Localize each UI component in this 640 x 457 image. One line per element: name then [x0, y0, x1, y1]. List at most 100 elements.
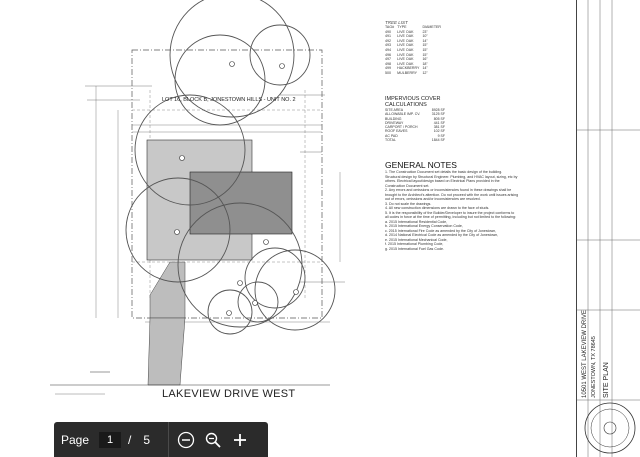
impervious-row: ALLOWABLE IMP. CV.3125 SF: [385, 112, 445, 116]
impervious-label: SITE AREA: [385, 108, 404, 112]
pdf-toolbar: Page / 5: [54, 422, 268, 457]
general-note-line: Construction Document set.: [385, 183, 430, 188]
general-note-line: all codes in force at the time of permit…: [385, 215, 517, 219]
project-city: JONESTOWN, TX 78645: [591, 336, 597, 398]
tree-tag: 494: [385, 47, 391, 52]
impervious-title: IMPERVIOUS COVER CALCULATIONS: [385, 96, 441, 108]
tree-list-header-cell: TAG#: [385, 25, 395, 29]
tree-tag: 490: [385, 29, 391, 34]
tree-list-title: TREE LIST: [385, 20, 408, 25]
tree-type: LIVE OAK: [397, 47, 414, 52]
general-note-line: out of errors, omissions and/or inconsis…: [385, 197, 481, 201]
tree-tag: 491: [385, 34, 391, 39]
tree-type: HACKBERRY: [397, 66, 420, 71]
sheet-title: SITE PLAN: [603, 362, 610, 398]
tree-type: MULBERRY: [397, 70, 418, 75]
impervious-label: TOTAL: [385, 138, 396, 143]
zoom-out-button[interactable]: [175, 429, 197, 451]
general-note-line: brought to the Architect's attention. Do…: [385, 192, 519, 197]
page-separator: /: [128, 432, 132, 447]
zoom-reset-icon: [205, 432, 221, 448]
general-note-line: a. 2015 International Residential Code,: [385, 219, 448, 224]
toolbar-divider: [168, 422, 170, 457]
impervious-value: 102 SF: [433, 129, 445, 134]
tree-diameter: 15": [422, 52, 428, 57]
lot-label: LOT 16, BLOCK B, JONESTOWN HILLS - UNIT …: [162, 97, 296, 103]
tree-canopies: [125, 0, 336, 335]
impervious-value: 381 SF: [433, 125, 445, 130]
general-note-line: 4. All new construction dimensions are d…: [385, 206, 490, 210]
impervious-value: 441 SF: [433, 120, 445, 125]
tree-list-row: 491 LIVE OAK 10": [385, 34, 444, 39]
impervious-label: CARPORT / PORCH: [385, 125, 418, 130]
page-number-input[interactable]: [99, 431, 122, 448]
general-note-line: 2. Any errors and omissions or inconsist…: [385, 188, 512, 192]
general-note-line: c. 2015 International Fire Code as amend…: [385, 228, 497, 233]
tree-tag: 497: [385, 57, 391, 62]
impervious-value: 9 SF: [437, 133, 445, 138]
general-note-line: g. 2015 International Fuel Gas Code.: [385, 246, 444, 251]
impervious-value: 3125 SF: [431, 112, 445, 117]
tree-list-row: 494 LIVE OAK 15": [385, 48, 444, 53]
impervious-row: AC PAD 9 SF: [385, 134, 445, 138]
tree-type: LIVE OAK: [397, 52, 414, 57]
tree-tag: 496: [385, 52, 391, 57]
tree-list-row: 496 LIVE OAK 15": [385, 53, 444, 58]
title-block: 10501 WEST LAKEVIEW DRIVE JONESTOWN, TX …: [576, 0, 640, 457]
tree-tag: 499: [385, 66, 391, 71]
general-note-line: others. Electrical layout/design based o…: [385, 179, 500, 183]
driveway: [149, 261, 186, 319]
zoom-in-icon: [234, 433, 247, 446]
tree-diameter: 12": [422, 70, 428, 75]
zoom-out-icon: [177, 431, 195, 448]
tree-list-header-row: TAG# TYPE DIAMETER: [385, 25, 444, 30]
impervious-value: 1844 SF: [431, 138, 445, 143]
impervious-label: AC PAD: [385, 133, 398, 138]
general-note-line: f. 2015 International Plumbing Code,: [385, 242, 444, 246]
tree-diameter: 15": [422, 47, 428, 52]
tree-diameter: 15": [422, 43, 428, 48]
tree-diameter: 14": [422, 66, 428, 71]
general-note-line: d. 2014 National Electrical Code as amen…: [385, 233, 499, 237]
total-pages: 5: [143, 432, 151, 447]
impervious-label: DRIVEWAY: [385, 120, 404, 125]
zoom-in-button[interactable]: [229, 429, 251, 451]
general-note-line: 1. The Construction Document set details…: [385, 170, 503, 174]
zoom-reset-button[interactable]: [202, 429, 224, 451]
property-line: [131, 49, 323, 319]
tree-list-header-cell: DIAMETER: [422, 25, 442, 29]
impervious-label: BUILDING: [385, 116, 402, 121]
tree-list-header-cell: TYPE: [397, 25, 407, 29]
general-note-line: Structural design by Structural Engineer…: [385, 174, 518, 179]
impervious-row: CARPORT / PORCH 381 SF: [385, 125, 445, 129]
impervious-value: 805 SF: [433, 116, 445, 121]
architect-seal-icon: [584, 402, 636, 454]
tree-type: LIVE OAK: [397, 43, 414, 48]
page-label: Page: [61, 432, 90, 447]
general-notes-title: GENERAL NOTES: [385, 160, 457, 170]
project-address: 10501 WEST LAKEVIEW DRIVE: [582, 310, 588, 398]
tree-type: LIVE OAK: [397, 29, 414, 34]
tree-markers: [174, 61, 299, 316]
tree-diameter: 10": [422, 34, 428, 39]
tree-diameter: 16": [422, 57, 428, 62]
tree-type: LIVE OAK: [397, 34, 414, 39]
impervious-row: BUILDING 805 SF: [385, 117, 445, 121]
general-notes: GENERAL NOTES 1. The Construction Docume…: [385, 160, 575, 251]
street-name: LAKEVIEW DRIVE WEST: [162, 388, 296, 400]
tree-type: LIVE OAK: [397, 61, 414, 66]
impervious-row: TOTAL 1844 SF: [385, 138, 445, 142]
tree-type: LIVE OAK: [397, 57, 414, 62]
